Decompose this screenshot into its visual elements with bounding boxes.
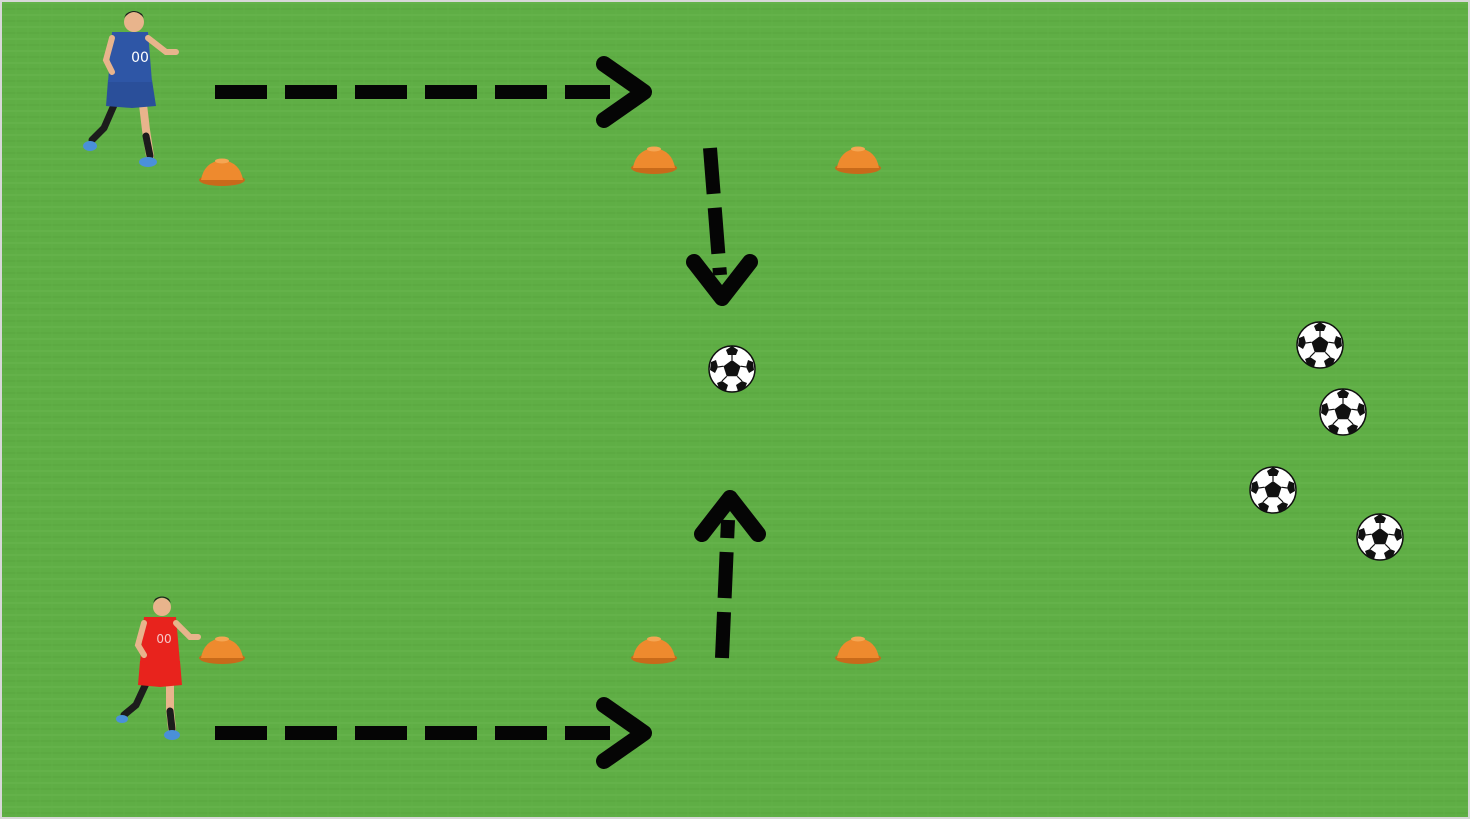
supply-ball-2 [1320, 389, 1366, 435]
supply-ball-4 [1357, 514, 1403, 560]
player-blue-number: 00 [131, 50, 149, 66]
center-ball [709, 346, 755, 392]
supply-ball-1 [1297, 322, 1343, 368]
player-red-number: 00 [156, 632, 171, 646]
supply-ball-3 [1250, 467, 1296, 513]
